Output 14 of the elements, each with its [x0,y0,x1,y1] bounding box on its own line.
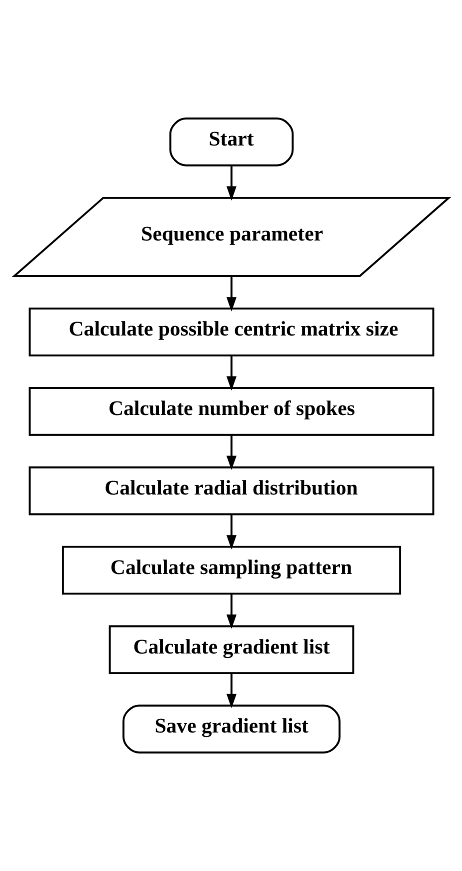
arrow [226,673,236,708]
node-box: Calculate radial distribution [28,466,434,516]
node-box: Calculate possible centric matrix size [28,308,434,356]
arrow [226,166,236,201]
arrow [226,594,236,629]
arrow [226,356,236,391]
node-box: Start [168,118,294,166]
arrow [226,514,236,550]
node-box: Calculate number of spokes [28,387,434,436]
node-box: Save gradient list [122,704,340,754]
arrow [226,276,236,312]
node-box: Calculate sampling pattern [61,546,401,595]
arrow [226,434,236,470]
node-box: Calculate gradient list [108,625,354,674]
